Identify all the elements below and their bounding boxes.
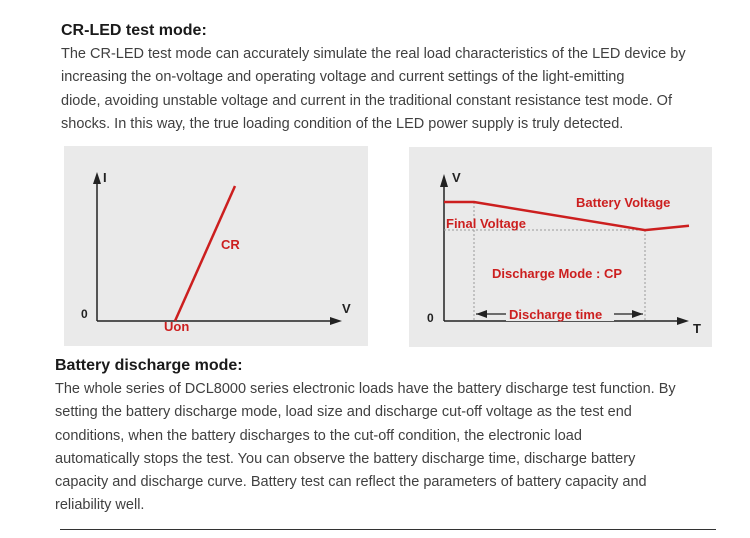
battery-discharge-chart: V T 0 Battery Voltage Final Voltage Disc…: [409, 147, 712, 347]
uon-label: Uon: [164, 319, 189, 334]
battery-voltage-label: Battery Voltage: [576, 195, 670, 210]
battery-discharge-svg: V T 0 Battery Voltage Final Voltage Disc…: [427, 170, 701, 336]
paragraph-line: shocks. In this way, the true loading co…: [61, 115, 624, 132]
paragraph-line: setting the battery discharge mode, load…: [55, 404, 632, 421]
battery-discharge-description: The whole series of DCL8000 series elect…: [55, 378, 735, 518]
x-axis-arrow: [677, 317, 689, 325]
paragraph-line: The CR-LED test mode can accurately simu…: [61, 46, 686, 62]
cr-label: CR: [221, 237, 240, 252]
paragraph-line: diode, avoiding unstable voltage and cur…: [61, 92, 672, 109]
x-axis-label: T: [693, 321, 701, 336]
section-heading-battery-discharge: Battery discharge mode:: [55, 357, 243, 374]
y-axis-label: I: [103, 170, 107, 185]
cr-led-iv-svg: I V 0 CR Uon: [81, 170, 351, 334]
discharge-time-label-bg: [506, 305, 614, 321]
battery-voltage-curve: [444, 200, 690, 232]
discharge-time-arrow-left: [476, 310, 487, 318]
bottom-divider: [60, 529, 716, 530]
y-axis-label: V: [452, 170, 461, 185]
paragraph-line: automatically stops the test. You can ob…: [55, 450, 636, 467]
x-axis-label: V: [342, 301, 351, 316]
paragraph-line: capacity and discharge curve. Battery te…: [55, 474, 647, 491]
discharge-time-arrow-right: [632, 310, 643, 318]
discharge-time-label: Discharge time: [509, 307, 602, 322]
paragraph-line: increasing the on-voltage and operating …: [61, 69, 625, 86]
origin-label: 0: [81, 307, 88, 321]
paragraph-line: The whole series of DCL8000 series elect…: [55, 381, 676, 397]
y-axis-arrow: [440, 174, 448, 187]
paragraph-line: conditions, when the battery discharges …: [55, 427, 582, 444]
x-axis-arrow: [330, 317, 342, 325]
cr-series-line: [173, 185, 237, 322]
paragraph-line: reliability well.: [55, 497, 145, 514]
discharge-mode-label: Discharge Mode : CP: [492, 266, 622, 281]
cr-led-description: The CR-LED test mode can accurately simu…: [61, 43, 741, 136]
final-voltage-label: Final Voltage: [446, 216, 526, 231]
cr-led-iv-chart: I V 0 CR Uon: [64, 146, 368, 346]
section-heading-cr-led: CR-LED test mode:: [61, 22, 207, 39]
origin-label: 0: [427, 311, 434, 325]
y-axis-arrow: [93, 172, 101, 184]
